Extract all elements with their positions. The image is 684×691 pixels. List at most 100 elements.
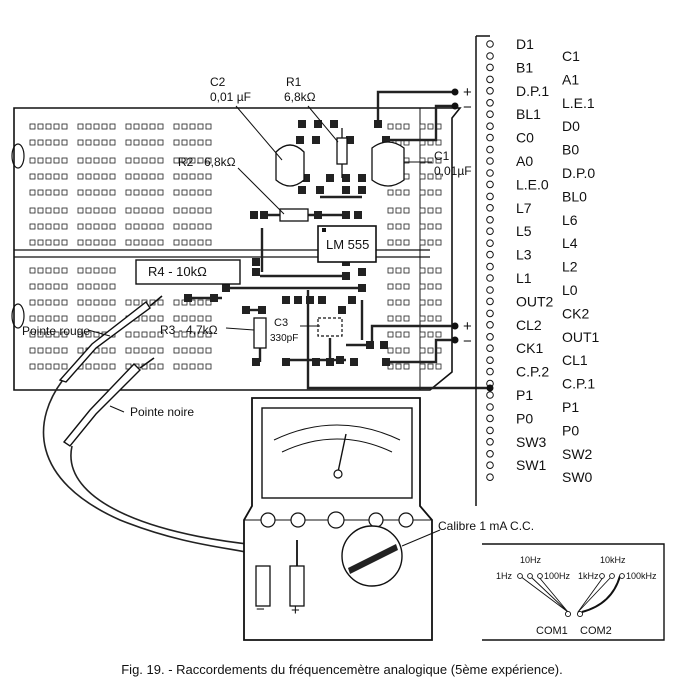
breadboard-hole bbox=[37, 267, 44, 274]
breadboard-hole bbox=[427, 283, 434, 290]
connector-pin bbox=[486, 204, 494, 212]
contact-square bbox=[358, 174, 366, 182]
probe-red-label: Pointe rouge bbox=[22, 324, 90, 338]
breadboard-hole bbox=[157, 139, 164, 146]
breadboard-hole bbox=[77, 223, 84, 230]
breadboard-hole bbox=[101, 223, 108, 230]
breadboard-hole bbox=[427, 223, 434, 230]
breadboard-hole bbox=[149, 347, 156, 354]
resistor-r2 bbox=[279, 208, 309, 222]
breadboard-hole bbox=[189, 239, 196, 246]
breadboard-hole bbox=[189, 189, 196, 196]
breadboard-hole bbox=[189, 223, 196, 230]
contact-square bbox=[282, 296, 290, 304]
breadboard-hole bbox=[173, 189, 180, 196]
breadboard-hole bbox=[29, 283, 36, 290]
c2-name: C2 bbox=[210, 75, 226, 89]
breadboard-hole bbox=[435, 223, 442, 230]
breadboard-hole bbox=[93, 299, 100, 306]
breadboard-hole bbox=[125, 123, 132, 130]
breadboard-hole bbox=[435, 189, 442, 196]
breadboard-hole bbox=[403, 299, 410, 306]
connector-label-left: CK1 bbox=[516, 340, 543, 356]
breadboard-hole bbox=[419, 315, 426, 322]
connector-label-right: P1 bbox=[562, 399, 579, 415]
connector-pin bbox=[486, 63, 494, 72]
breadboard-hole bbox=[197, 157, 204, 164]
breadboard-hole bbox=[173, 347, 180, 354]
breadboard-hole bbox=[77, 207, 84, 214]
breadboard-hole bbox=[45, 157, 52, 164]
breadboard-hole bbox=[85, 207, 92, 214]
connector-pin bbox=[486, 286, 494, 294]
connector-label-left: BL1 bbox=[516, 106, 541, 122]
breadboard-hole bbox=[189, 315, 196, 322]
breadboard-hole bbox=[395, 189, 402, 196]
breadboard-hole bbox=[61, 157, 68, 164]
breadboard-hole bbox=[157, 299, 164, 306]
connector-label-right: SW2 bbox=[562, 446, 593, 462]
breadboard-hole bbox=[197, 189, 204, 196]
breadboard-hole bbox=[149, 239, 156, 246]
contact-square bbox=[326, 174, 334, 182]
breadboard-hole bbox=[37, 173, 44, 180]
breadboard-hole bbox=[125, 299, 132, 306]
breadboard-hole bbox=[101, 299, 108, 306]
contact-square bbox=[342, 211, 350, 219]
breadboard-hole bbox=[189, 173, 196, 180]
breadboard-hole bbox=[85, 283, 92, 290]
breadboard-hole bbox=[181, 363, 188, 370]
breadboard-hole bbox=[197, 363, 204, 370]
multimeter: − + bbox=[243, 397, 433, 641]
breadboard-hole bbox=[419, 283, 426, 290]
breadboard-hole bbox=[387, 189, 394, 196]
contact-square bbox=[330, 120, 338, 128]
breadboard-hole bbox=[29, 189, 36, 196]
c1-value: 0,01µF bbox=[434, 164, 472, 178]
breadboard-hole bbox=[37, 207, 44, 214]
contact-square bbox=[312, 136, 320, 144]
breadboard-hole bbox=[45, 139, 52, 146]
breadboard-hole bbox=[61, 207, 68, 214]
breadboard-hole bbox=[101, 347, 108, 354]
connector-label-left: C.P.2 bbox=[516, 364, 549, 380]
breadboard-hole bbox=[45, 223, 52, 230]
connector-pin bbox=[486, 297, 494, 306]
connector-pin bbox=[486, 145, 494, 154]
breadboard-hole bbox=[189, 363, 196, 370]
breadboard-hole bbox=[29, 173, 36, 180]
breadboard-hole bbox=[181, 173, 188, 180]
breadboard-hole bbox=[197, 173, 204, 180]
breadboard-hole bbox=[395, 223, 402, 230]
contact-square bbox=[346, 136, 354, 144]
breadboard-hole bbox=[157, 207, 164, 214]
breadboard-hole bbox=[125, 157, 132, 164]
range-selector-knob[interactable] bbox=[341, 525, 403, 587]
breadboard-hole bbox=[403, 189, 410, 196]
connector-label-left: L1 bbox=[516, 270, 532, 286]
breadboard-hole bbox=[149, 331, 156, 338]
breadboard-hole bbox=[37, 123, 44, 130]
breadboard-hole bbox=[435, 207, 442, 214]
sw-com2: COM2 bbox=[580, 625, 612, 637]
connector-pin bbox=[486, 333, 494, 341]
connector-label-right: OUT1 bbox=[562, 329, 600, 345]
breadboard-hole bbox=[77, 123, 84, 130]
breadboard-hole bbox=[419, 123, 426, 130]
breadboard-hole bbox=[45, 173, 52, 180]
breadboard-hole bbox=[205, 223, 212, 230]
breadboard-hole bbox=[37, 347, 44, 354]
breadboard-hole bbox=[37, 331, 44, 338]
capacitor-c2 bbox=[275, 144, 305, 187]
breadboard-hole bbox=[205, 173, 212, 180]
breadboard-hole bbox=[181, 239, 188, 246]
breadboard-hole bbox=[149, 157, 156, 164]
breadboard-hole bbox=[37, 189, 44, 196]
breadboard-hole bbox=[149, 207, 156, 214]
contact-square bbox=[316, 186, 324, 194]
breadboard-hole bbox=[173, 173, 180, 180]
breadboard-hole bbox=[101, 123, 108, 130]
breadboard-hole bbox=[109, 299, 116, 306]
breadboard-hole bbox=[29, 363, 36, 370]
